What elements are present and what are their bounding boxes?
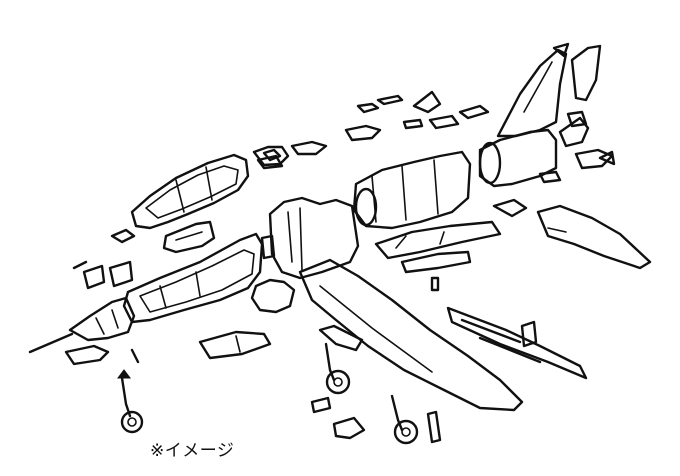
engine-intake-section [352,150,472,230]
rear-fuselage [478,110,590,188]
front-fuselage [28,232,264,354]
horizontal-stabilizer [536,204,652,270]
nose-landing-gear [64,344,144,434]
vertical-stabilizer [496,42,602,138]
canopy-frame [110,140,328,244]
main-landing-gear [318,324,442,445]
small-parts [72,90,616,440]
mid-fuselage [250,196,360,314]
figure-caption: ※イメージ [150,441,235,461]
main-wing [298,220,588,412]
canopy-glazing [162,220,216,254]
